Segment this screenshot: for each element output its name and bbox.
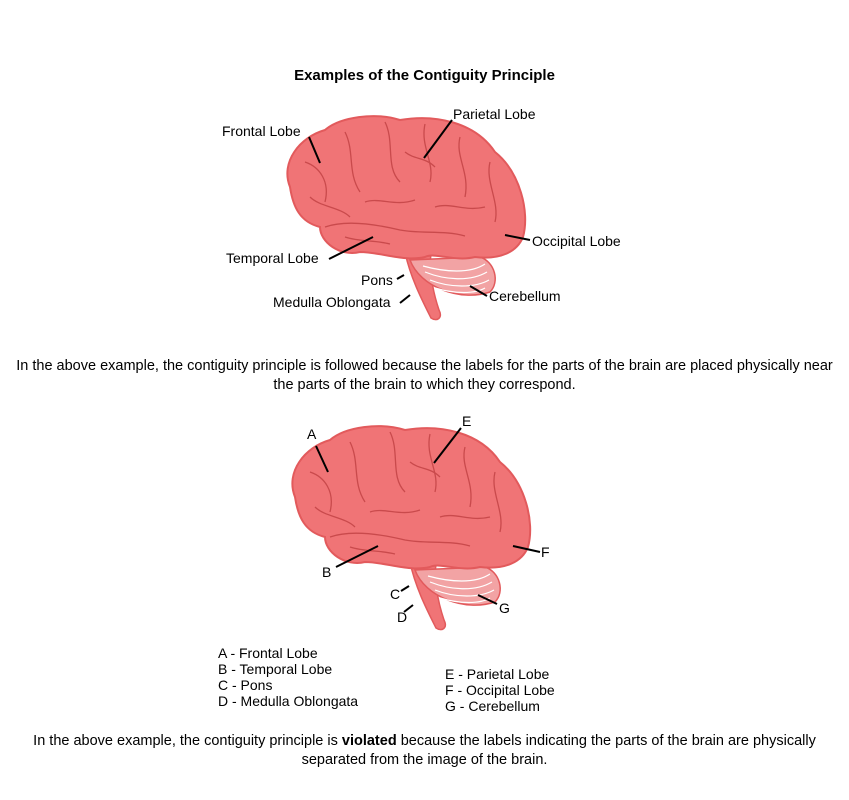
label-cerebellum: Cerebellum: [489, 288, 561, 304]
legend-item: C - Pons: [218, 677, 273, 693]
letter-f: F: [541, 544, 550, 560]
label-occipital-lobe: Occipital Lobe: [532, 233, 621, 249]
cerebrum-2: [291, 425, 532, 570]
legend-item: F - Occipital Lobe: [445, 682, 555, 698]
letter-b: B: [322, 564, 332, 580]
label-frontal-lobe: Frontal Lobe: [222, 123, 301, 139]
leader-c: [400, 585, 410, 592]
caption-violated: In the above example, the contiguity pri…: [10, 732, 839, 770]
legend-item: G - Cerebellum: [445, 698, 540, 714]
leader-e: [433, 427, 462, 464]
leader-a: [315, 445, 329, 473]
leader-medulla: [399, 294, 411, 304]
caption-violated-before: In the above example, the contiguity pri…: [33, 733, 342, 749]
label-pons: Pons: [361, 272, 393, 288]
legend-left: A - Frontal Lobe B - Temporal Lobe C - P…: [218, 645, 358, 709]
letter-g: G: [499, 600, 510, 616]
letter-e: E: [462, 413, 472, 429]
label-medulla-oblongata: Medulla Oblongata: [273, 294, 391, 310]
legend-item: D - Medulla Oblongata: [218, 693, 359, 709]
leader-pons: [396, 274, 405, 280]
leader-occipital: [504, 234, 531, 241]
letter-c: C: [390, 586, 401, 602]
legend-item: B - Temporal Lobe: [218, 661, 333, 677]
leader-temporal: [328, 236, 374, 260]
leader-g: [477, 594, 498, 605]
label-parietal-lobe: Parietal Lobe: [453, 106, 536, 122]
leader-cerebellum: [469, 285, 488, 297]
letter-a: A: [307, 426, 317, 442]
leader-frontal: [308, 136, 321, 164]
leader-f: [512, 545, 541, 553]
brain-illustration-2: [291, 425, 532, 631]
caption-violated-emphasis: violated: [341, 733, 397, 749]
letter-d: D: [397, 609, 408, 625]
leader-parietal: [423, 119, 453, 159]
caption-violated-after: because the labels indicating the parts …: [301, 733, 816, 768]
label-temporal-lobe: Temporal Lobe: [226, 250, 319, 266]
leader-d: [403, 604, 414, 613]
legend-item: A - Frontal Lobe: [218, 645, 318, 661]
caption-followed: In the above example, the contiguity pri…: [16, 358, 833, 393]
legend-right: E - Parietal Lobe F - Occipital Lobe G -…: [445, 666, 555, 714]
leader-b: [335, 545, 379, 568]
legend-item: E - Parietal Lobe: [445, 666, 550, 682]
page-title: Examples of the Contiguity Principle: [294, 67, 555, 84]
